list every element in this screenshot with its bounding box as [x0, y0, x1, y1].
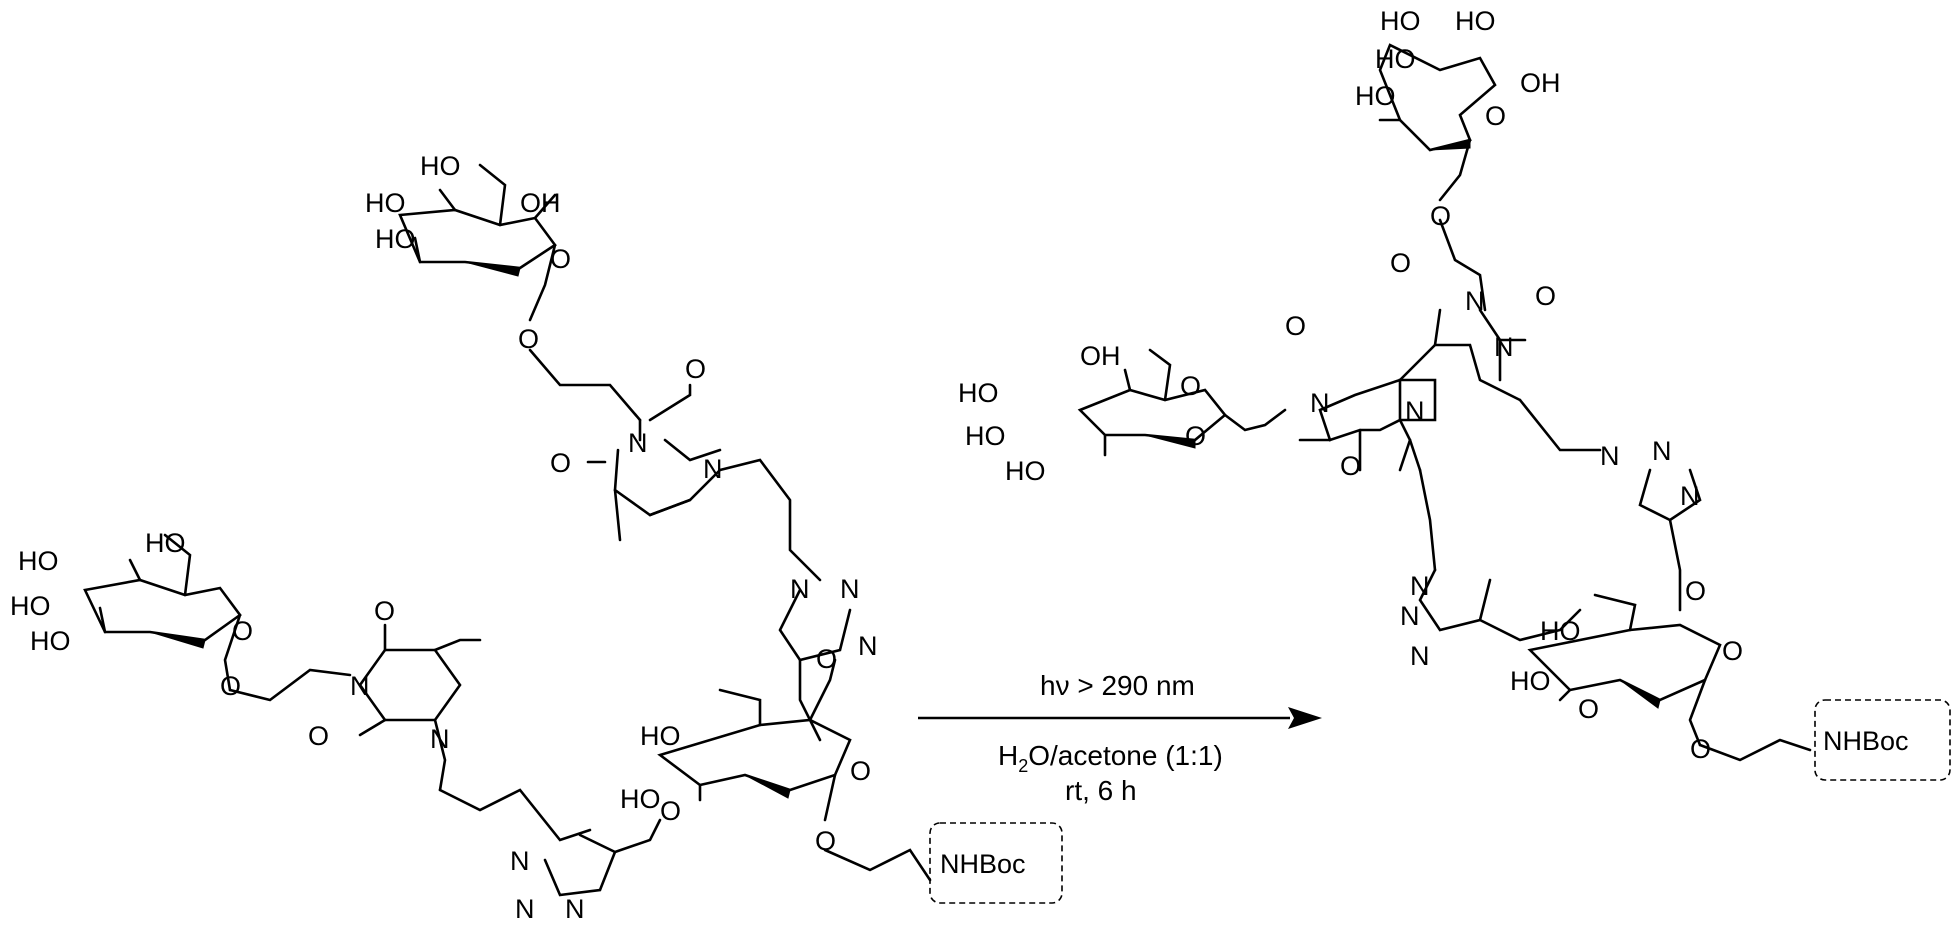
label-n: N — [1465, 286, 1485, 316]
label-o: O — [1185, 421, 1206, 451]
label-oh: OH — [1080, 341, 1121, 371]
top-mannose-ring — [398, 163, 642, 422]
label-o: O — [1685, 576, 1706, 606]
product-top-mannose — [1378, 43, 1497, 312]
label-o: O — [850, 756, 871, 786]
reaction-arrow-group: hν > 290 nm H2O/acetone (1:1) rt, 6 h — [918, 670, 1322, 806]
label-n: N — [1405, 396, 1425, 426]
product: HO HO HO HO OH O O O N O N O N N O — [958, 6, 1951, 781]
label-o: O — [1340, 451, 1361, 481]
label-ho: HO — [420, 151, 461, 181]
label-o: O — [685, 354, 706, 384]
label-o: O — [232, 616, 253, 646]
nhboc-dashed-box — [1814, 699, 1951, 781]
label-oh: OH — [520, 188, 561, 218]
label-n: N — [1600, 441, 1620, 471]
product-left-mannose — [1077, 348, 1287, 457]
label-n: N — [510, 846, 530, 876]
label-o: O — [1430, 201, 1451, 231]
nhboc-dashed-box — [929, 822, 1063, 904]
label-n: N — [565, 894, 585, 924]
label-n: N — [1310, 388, 1330, 418]
conditions-line-3: rt, 6 h — [1065, 775, 1137, 806]
label-o: O — [1285, 311, 1306, 341]
label-ho: HO — [1510, 666, 1551, 696]
product-bottom-triazole — [1418, 468, 1582, 642]
label-n: N — [1410, 641, 1430, 671]
label-ho: HO — [620, 784, 661, 814]
label-o: O — [1722, 636, 1743, 666]
label-ho: HO — [375, 224, 416, 254]
subscript-2: 2 — [1018, 756, 1028, 776]
label-n: N — [628, 428, 648, 458]
label-ho: HO — [958, 378, 999, 408]
label-n: N — [430, 724, 450, 754]
label-ho: HO — [965, 421, 1006, 451]
label-n: N — [858, 631, 878, 661]
label-n: N — [703, 454, 723, 484]
label-ho: HO — [1380, 6, 1421, 36]
label-nhboc: NHBoc — [940, 849, 1026, 879]
label-n: N — [1652, 436, 1672, 466]
label-oh: OH — [1520, 68, 1561, 98]
label-o: O — [550, 448, 571, 478]
label-ho: HO — [1540, 616, 1581, 646]
label-ho: HO — [365, 188, 406, 218]
arrow-head-icon — [1288, 707, 1322, 729]
label-n: N — [350, 671, 370, 701]
label-o: O — [550, 244, 571, 274]
label-ho: HO — [1355, 81, 1396, 111]
label-n: N — [1494, 332, 1514, 362]
label-n: N — [1410, 571, 1430, 601]
label-o: O — [1690, 734, 1711, 764]
label-n: N — [790, 574, 810, 604]
label-ho: HO — [1455, 6, 1496, 36]
label-ho: HO — [10, 591, 51, 621]
label-n: N — [840, 574, 860, 604]
label-o: O — [220, 671, 241, 701]
starting-material: HO HO OH HO O O N O O N N N N — [10, 151, 1063, 924]
left-thymine — [358, 623, 592, 842]
label-ho: HO — [1375, 44, 1416, 74]
label-n: N — [515, 894, 535, 924]
label-ho: HO — [30, 626, 71, 656]
conditions-line-1: hν > 290 nm — [1040, 670, 1195, 701]
product-core-mannose — [1527, 593, 1812, 762]
label-nhboc: NHBoc — [1823, 726, 1909, 756]
top-thymine — [586, 383, 822, 582]
label-o: O — [660, 796, 681, 826]
product-right-triazole — [1518, 398, 1702, 612]
bottom-triazole — [543, 818, 662, 897]
top-triazole — [778, 588, 852, 742]
label-n: N — [1400, 601, 1420, 631]
label-n: N — [1680, 481, 1700, 511]
label-o: O — [1535, 281, 1556, 311]
core-mannose-ring — [657, 658, 932, 882]
label-o: O — [374, 596, 395, 626]
label-o: O — [1485, 101, 1506, 131]
left-mannose-ring — [83, 533, 352, 702]
label-ho: HO — [18, 546, 59, 576]
label-o: O — [815, 826, 836, 856]
label-ho: HO — [1005, 456, 1046, 486]
label-ho: HO — [145, 528, 186, 558]
label-o: O — [308, 721, 329, 751]
label-o: O — [1390, 248, 1411, 278]
label-o: O — [1180, 371, 1201, 401]
conditions-line-2: H2O/acetone (1:1) — [998, 740, 1223, 776]
label-o: O — [1578, 694, 1599, 724]
label-o: O — [816, 644, 837, 674]
product-cyclobutane-core — [1298, 308, 1527, 472]
label-o: O — [518, 324, 539, 354]
label-ho: HO — [640, 721, 681, 751]
